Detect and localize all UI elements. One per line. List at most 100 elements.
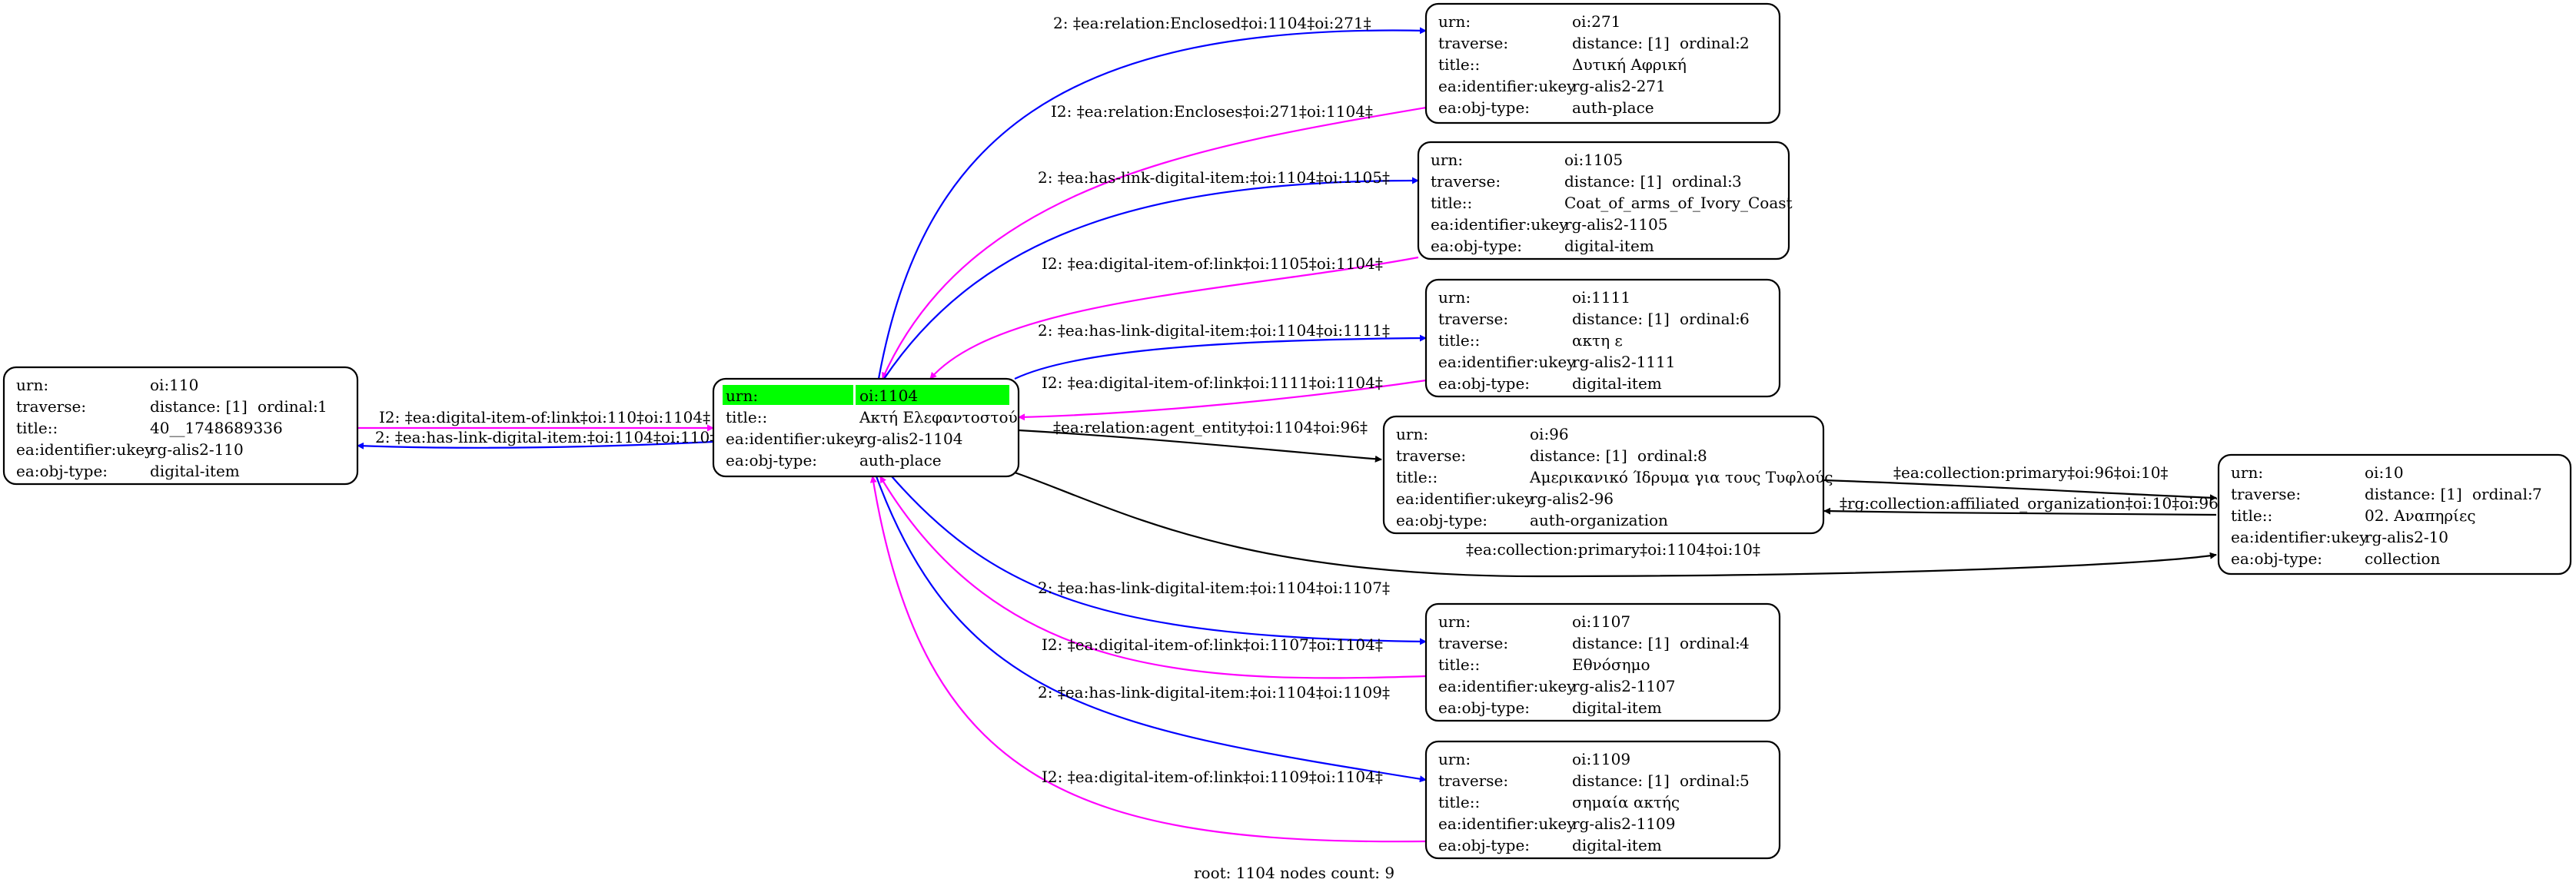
edge-e2 [357, 440, 714, 449]
title-value: 40__1748689336 [150, 419, 283, 437]
ordinal-label: ordinal: [1637, 446, 1698, 465]
ukey-value: rg-alis2-10 [2365, 528, 2448, 546]
edge-label-e2: 2: ‡ea:has-link-digital-item:‡oi:1104‡oi… [375, 428, 717, 446]
ordinal-value: 3 [1732, 172, 1742, 191]
node-oi-1109[interactable]: urn: oi:1109 traverse: distance: [1] ord… [1424, 740, 1781, 860]
urn-value: oi:10 [2365, 463, 2404, 482]
urn-label: urn: [726, 386, 758, 405]
ordinal-value: 8 [1697, 446, 1707, 465]
urn-value: oi:1107 [1572, 612, 1630, 631]
urn-label: urn: [1396, 425, 1428, 443]
edge-e4 [881, 106, 1427, 380]
traverse-label: traverse: [1438, 34, 1508, 52]
ordinal-label: ordinal: [1680, 771, 1740, 790]
ukey-value: rg-alis2-1109 [1572, 814, 1675, 833]
ordinal-value: 7 [2532, 485, 2542, 503]
node-oi-1107[interactable]: urn: oi:1107 traverse: distance: [1] ord… [1424, 602, 1781, 722]
node-box [1424, 2, 1781, 124]
distance-value: distance: [1] [1572, 634, 1670, 652]
objtype-value: auth-place [859, 451, 942, 469]
objtype-value: digital-item [1572, 698, 1662, 717]
node-box [1424, 602, 1781, 722]
urn-label: urn: [2231, 463, 2263, 482]
traverse-label: traverse: [1396, 446, 1466, 465]
ordinal-label: ordinal: [2472, 485, 2533, 503]
edge-label-e4: I2: ‡ea:relation:Encloses‡oi:271‡oi:1104… [1051, 102, 1373, 121]
title-value: 02. Αναπηρίες [2365, 506, 2476, 525]
traverse-label: traverse: [1438, 310, 1508, 328]
urn-value: oi:1105 [1564, 151, 1623, 169]
node-box [1417, 141, 1790, 260]
objtype-label: ea:obj-type: [1431, 237, 1522, 255]
objtype-value: collection [2365, 549, 2441, 568]
node-oi-96[interactable]: urn: oi:96 traverse: distance: [1] ordin… [1382, 415, 1833, 535]
ukey-label: ea:identifier:ukey [1438, 353, 1576, 371]
ukey-label: ea:identifier:ukey [1396, 489, 1534, 508]
edge-label-e16: I2: ‡ea:digital-item-of:link‡oi:1109‡oi:… [1042, 768, 1383, 786]
ukey-label: ea:identifier:ukey [1438, 677, 1576, 695]
edge-label-e14: I2: ‡ea:digital-item-of:link‡oi:1107‡oi:… [1042, 635, 1383, 654]
edge-e12 [1823, 507, 2217, 516]
edge-e15 [875, 476, 1427, 783]
objtype-label: ea:obj-type: [2231, 549, 2322, 568]
title-value: Εθνόσημο [1572, 655, 1650, 674]
distance-value: distance: [1] [2365, 485, 2462, 503]
edge-e16 [869, 476, 1427, 843]
graph-footer: root: 1104 nodes count: 9 [1194, 864, 1394, 882]
distance-value: distance: [1] [1564, 172, 1662, 191]
ukey-label: ea:identifier:ukey [1431, 215, 1568, 234]
ordinal-value: 2 [1740, 34, 1750, 52]
node-oi-10[interactable]: urn: oi:10 traverse: distance: [1] ordin… [2217, 453, 2572, 576]
title-value: Coat_of_arms_of_Ivory_Coast [1564, 194, 1793, 212]
ukey-value: rg-alis2-1104 [859, 430, 962, 448]
edge-label-e1: I2: ‡ea:digital-item-of:link‡oi:110‡oi:1… [379, 408, 710, 426]
edge-e7 [1014, 334, 1427, 380]
title-label: title:: [1396, 468, 1438, 486]
urn-value: oi:1104 [859, 386, 918, 405]
edge-label-e11: ‡ea:collection:primary‡oi:96‡oi:10‡ [1893, 463, 2168, 482]
ukey-label: ea:identifier:ukey [726, 430, 863, 448]
ordinal-value: 5 [1740, 771, 1750, 790]
objtype-label: ea:obj-type: [1438, 836, 1530, 854]
ukey-value: rg-alis2-1107 [1572, 677, 1675, 695]
title-value: Δυτική Αφρική [1572, 55, 1687, 74]
ordinal-label: ordinal: [1680, 634, 1740, 652]
ukey-value: rg-alis2-271 [1572, 77, 1666, 95]
title-value: Ακτή Ελεφαντοστού [859, 408, 1018, 426]
urn-label: urn: [1438, 612, 1471, 631]
title-value: σημαία ακτής [1572, 793, 1680, 811]
title-label: title:: [1431, 194, 1472, 212]
node-oi-1111[interactable]: urn: oi:1111 traverse: distance: [1] ord… [1424, 278, 1781, 398]
title-label: title:: [16, 419, 58, 437]
urn-label: urn: [1438, 12, 1471, 31]
urn-label: urn: [1438, 288, 1471, 307]
node-oi-110[interactable]: urn: oi:110 traverse: distance: [1] ordi… [2, 366, 359, 486]
root-highlight-value [856, 385, 1009, 405]
urn-value: oi:1111 [1572, 288, 1630, 307]
edge-e6 [929, 256, 1419, 380]
urn-value: oi:1109 [1572, 750, 1630, 768]
distance-value: distance: [1] [1572, 771, 1670, 790]
node-oi-271[interactable]: urn: oi:271 traverse: distance: [1] ordi… [1424, 2, 1781, 124]
node-oi-1105[interactable]: urn: oi:1105 traverse: distance: [1] ord… [1417, 141, 1793, 260]
edges-layer [357, 27, 2217, 843]
title-value: Αμερικανικό Ίδρυμα για τους Τυφλούς [1529, 468, 1833, 486]
edge-labels-layer: I2: ‡ea:digital-item-of:link‡oi:110‡oi:1… [375, 14, 2226, 786]
ukey-label: ea:identifier:ukey [1438, 77, 1576, 95]
ordinal-label: ordinal: [258, 397, 318, 416]
ordinal-label: ordinal: [1680, 310, 1740, 328]
ukey-value: rg-alis2-110 [150, 440, 244, 459]
objtype-label: ea:obj-type: [1438, 98, 1530, 117]
objtype-value: digital-item [1564, 237, 1654, 255]
edge-label-e9: ‡ea:relation:agent_entity‡oi:1104‡oi:96‡ [1053, 418, 1368, 436]
edge-e11 [1823, 479, 2217, 502]
node-oi-1104-root[interactable]: urn: oi:1104 title:: Ακτή Ελεφαντοστού e… [712, 377, 1020, 478]
ukey-value: rg-alis2-1105 [1564, 215, 1667, 234]
edge-label-e10: ‡ea:collection:primary‡oi:1104‡oi:10‡ [1466, 540, 1760, 559]
title-value: ακτη ε [1572, 331, 1623, 350]
node-box [1424, 740, 1781, 860]
ordinal-value: 6 [1740, 310, 1750, 328]
root-highlight-label [723, 385, 853, 405]
objtype-value: digital-item [1572, 374, 1662, 393]
